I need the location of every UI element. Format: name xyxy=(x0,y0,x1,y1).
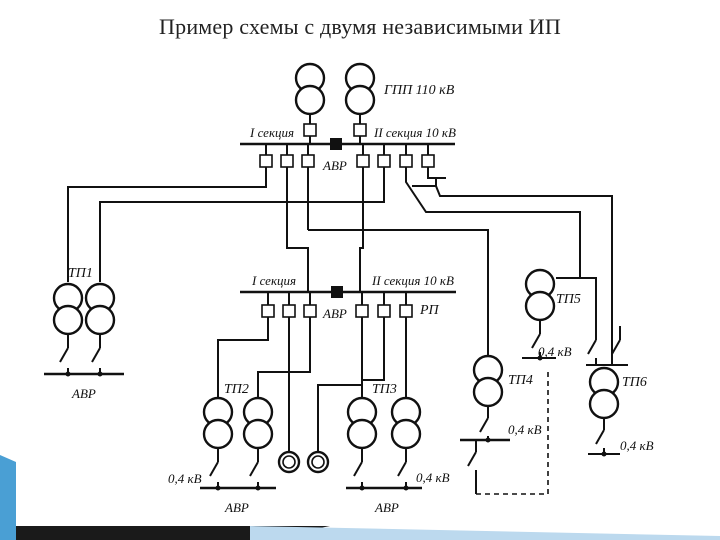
tp4-label: ТП4 xyxy=(508,373,533,388)
tp3-avr-label: АВР xyxy=(374,500,399,515)
gpp-transformer-1 xyxy=(294,62,326,116)
tp2-label: ТП2 xyxy=(224,382,249,397)
tp3-label: ТП3 xyxy=(372,382,397,397)
tp3-transformer-1 xyxy=(346,396,378,450)
motor-1 xyxy=(277,450,301,474)
tp3-transformer-2 xyxy=(390,396,422,450)
tp5-lv-switch xyxy=(522,320,556,361)
tp3-voltage-label: 0,4 кВ xyxy=(416,470,450,485)
tp2-avr-label: АВР xyxy=(224,500,249,515)
tp2-transformer-1 xyxy=(202,396,234,450)
motor-2 xyxy=(306,450,330,474)
tp3-lv-switches xyxy=(346,448,422,491)
tp4-transformer xyxy=(472,354,504,408)
tp1-avr-label: АВР xyxy=(71,386,96,401)
gpp-transformer-2 xyxy=(344,62,376,116)
page-title: Пример схемы с двумя независимыми ИП xyxy=(159,14,561,39)
gpp-input-breaker-1 xyxy=(303,123,317,137)
gpp-sectional-breaker xyxy=(330,138,342,150)
tp5-label: ТП5 xyxy=(556,292,581,307)
tp5-voltage-label: 0,4 кВ xyxy=(538,344,572,359)
gpp-feeders xyxy=(259,144,435,168)
tp4-lv-switches xyxy=(460,406,510,494)
tp1-transformer-1 xyxy=(52,282,84,336)
rp-section-2-label: II секция 10 кВ xyxy=(371,273,454,288)
gpp-avr-label: АВР xyxy=(322,158,347,173)
tp4-backup-line xyxy=(476,372,549,495)
tp6-label: ТП6 xyxy=(622,375,647,390)
tp6-upper-switches xyxy=(586,326,628,366)
tp2-voltage-label: 0,4 кВ xyxy=(168,471,202,486)
tp1-label: ТП1 xyxy=(68,266,93,281)
tp5-transformer xyxy=(524,268,556,322)
tp1-lv-switches xyxy=(44,334,124,377)
rp-label: РП xyxy=(419,303,440,318)
gpp-section-2-label: II секция 10 кВ xyxy=(373,125,456,140)
slide-decor xyxy=(0,455,720,540)
tp6-lv-switch xyxy=(588,418,620,457)
gpp-label: ГПП 110 кВ xyxy=(383,83,455,98)
tp2-lv-switches xyxy=(200,448,276,491)
tp1-transformer-2 xyxy=(84,282,116,336)
gpp-section-1-label: I секция xyxy=(249,125,294,140)
tp6-voltage-label: 0,4 кВ xyxy=(620,438,654,453)
tp2-transformer-2 xyxy=(242,396,274,450)
tp4-voltage-label: 0,4 кВ xyxy=(508,422,542,437)
rp-avr-label: АВР xyxy=(322,306,347,321)
rp-sectional-breaker xyxy=(331,286,343,298)
gpp-input-breaker-2 xyxy=(353,123,367,137)
tp6-transformer xyxy=(588,366,620,420)
rp-section-1-label: I секция xyxy=(251,273,296,288)
